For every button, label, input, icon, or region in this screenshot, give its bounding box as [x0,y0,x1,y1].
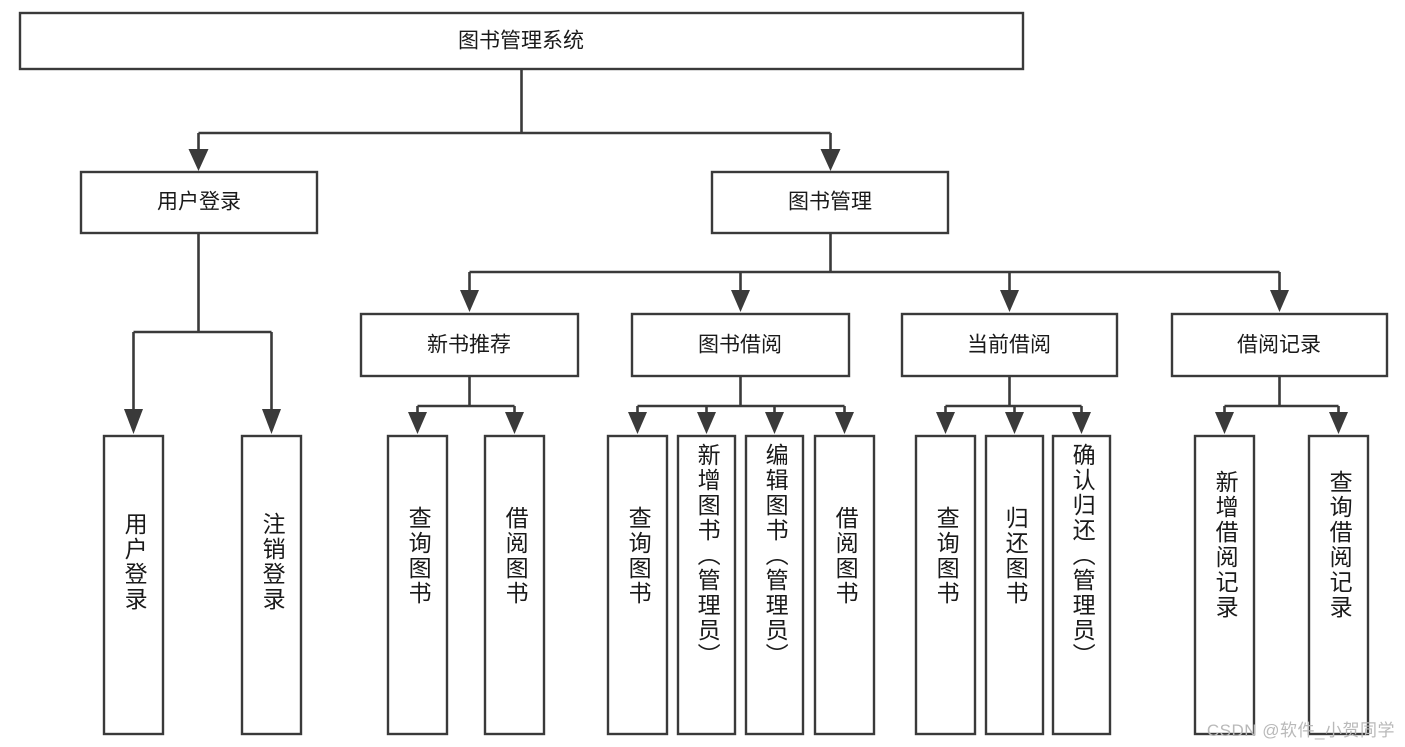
node-book-borrow-label: 图书借阅 [698,334,782,357]
connector-group-book-manage [460,233,1289,312]
leaf-box-add-book[interactable] [676,434,737,736]
arrowhead-leaf-query-book-1 [408,412,427,434]
leaf-box-confirm-return[interactable] [1051,434,1112,736]
node-root-box[interactable] [18,11,1025,71]
watermark-text: CSDN @软件_小贺同学 [1206,721,1395,740]
node-borrow-record[interactable]: 借阅记录 [1170,312,1389,378]
node-new-book-recommend-box[interactable] [359,312,580,378]
node-user-login-box[interactable] [79,170,319,235]
leaf-boxes [102,434,1370,736]
arrowhead-leaf-logout-login [262,409,281,434]
arrowhead-leaf-query-record [1329,412,1348,434]
node-borrow-record-label: 借阅记录 [1237,334,1321,357]
arrowhead-to-book-manage [820,149,841,171]
arrowhead-leaf-confirm-return [1072,412,1091,434]
leaf-box-add-record[interactable] [1193,434,1256,736]
leaf-box-query-book-3[interactable] [914,434,977,736]
arrowhead-leaf-borrow-book-2 [835,412,854,434]
leaf-box-query-book-1[interactable] [386,434,449,736]
leaf-box-query-record[interactable] [1307,434,1370,736]
arrowhead-leaf-borrow-book-1 [505,412,524,434]
connector-group-borrow-record [1215,377,1348,434]
leaf-box-logout-login[interactable] [240,434,303,736]
node-user-login[interactable]: 用户登录 [79,170,319,235]
arrowhead-leaf-add-record [1215,412,1234,434]
connector-group-root [188,69,841,171]
node-new-book-recommend[interactable]: 新书推荐 [359,312,580,378]
arrowhead-to-borrow-record [1270,290,1289,312]
leaf-box-borrow-book-1[interactable] [483,434,546,736]
node-root[interactable]: 图书管理系统 [18,11,1025,71]
leaf-box-borrow-book-2[interactable] [813,434,876,736]
arrowhead-leaf-return-book [1005,412,1024,434]
connector-group-new-book-recommend [408,377,524,434]
arrowhead-leaf-add-book [697,412,716,434]
leaf-box-user-login[interactable] [102,434,165,736]
node-book-manage[interactable]: 图书管理 [710,170,950,235]
arrowhead-to-book-borrow [731,290,750,312]
node-book-borrow-box[interactable] [630,312,851,378]
arrowhead-to-new-book-recommend [460,290,479,312]
node-book-borrow[interactable]: 图书借阅 [630,312,851,378]
leaf-box-return-book[interactable] [984,434,1045,736]
connector-group-book-borrow [628,377,854,434]
node-borrow-record-box[interactable] [1170,312,1389,378]
connector-group-current-borrow [936,377,1091,434]
arrowhead-leaf-query-book-2 [628,412,647,434]
node-current-borrow-box[interactable] [900,312,1119,378]
node-root-label: 图书管理系统 [458,30,584,53]
node-book-manage-label: 图书管理 [788,191,872,214]
node-current-borrow-label: 当前借阅 [967,334,1051,357]
leaf-box-query-book-2[interactable] [606,434,669,736]
node-new-book-recommend-label: 新书推荐 [427,334,511,357]
node-current-borrow[interactable]: 当前借阅 [900,312,1119,378]
node-user-login-label: 用户登录 [157,191,241,214]
arrowhead-leaf-query-book-3 [936,412,955,434]
arrowhead-to-user-login [188,149,209,171]
arrowhead-leaf-user-login [124,409,143,434]
node-book-manage-box[interactable] [710,170,950,235]
connector-group-user-login [124,233,281,434]
arrowhead-leaf-edit-book [765,412,784,434]
arrowhead-to-current-borrow [1000,290,1019,312]
leaf-box-edit-book[interactable] [744,434,805,736]
